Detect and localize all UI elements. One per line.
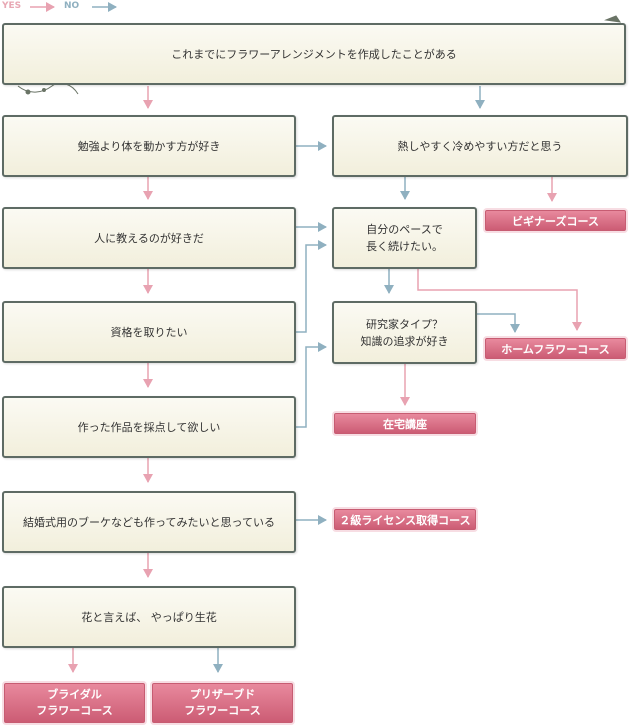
legend-yes-label: YES bbox=[2, 1, 22, 11]
question-text: 熱しやすく冷めやすい方だと思う bbox=[397, 139, 563, 153]
result-label-line1: プリザーブド bbox=[189, 688, 256, 701]
question-box-prefer-physical-activity: 勉強より体を動かす方が好き bbox=[2, 115, 296, 177]
question-box-like-teaching: 人に教えるのが好きだ bbox=[2, 207, 296, 269]
question-text-line2: 知識の追求が好き bbox=[360, 334, 449, 348]
result-bridal-flower-course[interactable]: ブライダル フラワーコース bbox=[4, 683, 145, 723]
result-label: ２級ライセンス取得コース bbox=[339, 513, 471, 527]
question-text: 花と言えば、 やっぱり生花 bbox=[81, 610, 217, 624]
question-box-wedding-bouquet: 結婚式用のブーケなども作ってみたいと思っている bbox=[2, 491, 296, 553]
legend-no-label: NO bbox=[64, 1, 80, 11]
result-preserved-flower-course[interactable]: プリザーブド フラワーコース bbox=[152, 683, 293, 723]
result-label: ホームフラワーコース bbox=[501, 342, 610, 356]
arrow-q8-no bbox=[296, 342, 327, 428]
arrow-q5-yes bbox=[417, 269, 582, 331]
question-box-quick-to-tire: 熱しやすく冷めやすい方だと思う bbox=[332, 115, 628, 177]
question-text: 勉強より体を動かす方が好き bbox=[77, 139, 221, 153]
result-label: 在宅講座 bbox=[383, 417, 427, 431]
question-box-fresh-flowers: 花と言えば、 やっぱり生花 bbox=[2, 586, 296, 648]
result-home-study-course[interactable]: 在宅講座 bbox=[334, 413, 476, 434]
question-text-line1: 研究家タイプ？ bbox=[366, 317, 443, 331]
question-text: 結婚式用のブーケなども作ってみたいと思っている bbox=[23, 515, 275, 529]
question-text-line1: 自分のペースで bbox=[366, 223, 443, 236]
result-label-line1: ブライダル bbox=[47, 688, 102, 701]
question-box-researcher-type: 研究家タイプ？ 知識の追求が好き bbox=[332, 301, 477, 364]
result-home-flower-course[interactable]: ホームフラワーコース bbox=[485, 338, 626, 359]
arrow-q6-no bbox=[296, 240, 327, 333]
question-text: 人に教えるのが好きだ bbox=[94, 231, 204, 245]
question-text: 資格を取りたい bbox=[110, 325, 188, 339]
question-box-own-pace: 自分のペースで 長く続けたい。 bbox=[332, 207, 477, 269]
result-label: ビギナーズコース bbox=[512, 214, 599, 228]
result-level2-license-course[interactable]: ２級ライセンス取得コース bbox=[334, 509, 476, 530]
result-label-line2: フラワーコース bbox=[184, 704, 261, 717]
arrow-q7-no bbox=[477, 313, 520, 333]
vine-decoration bbox=[17, 15, 622, 95]
question-text: 作った作品を採点して欲しい bbox=[77, 420, 221, 434]
question-text-line2: 長く続けたい。 bbox=[366, 240, 443, 253]
result-beginners-course[interactable]: ビギナーズコース bbox=[485, 210, 626, 231]
question-box-want-grading: 作った作品を採点して欲しい bbox=[2, 396, 296, 458]
question-text: これまでにフラワーアレンジメントを作成したことがある bbox=[171, 47, 457, 61]
question-box-want-qualification: 資格を取りたい bbox=[2, 301, 296, 363]
question-box-flower-arrangement-experience: これまでにフラワーアレンジメントを作成したことがある bbox=[2, 23, 626, 85]
result-label-line2: フラワーコース bbox=[36, 704, 113, 717]
